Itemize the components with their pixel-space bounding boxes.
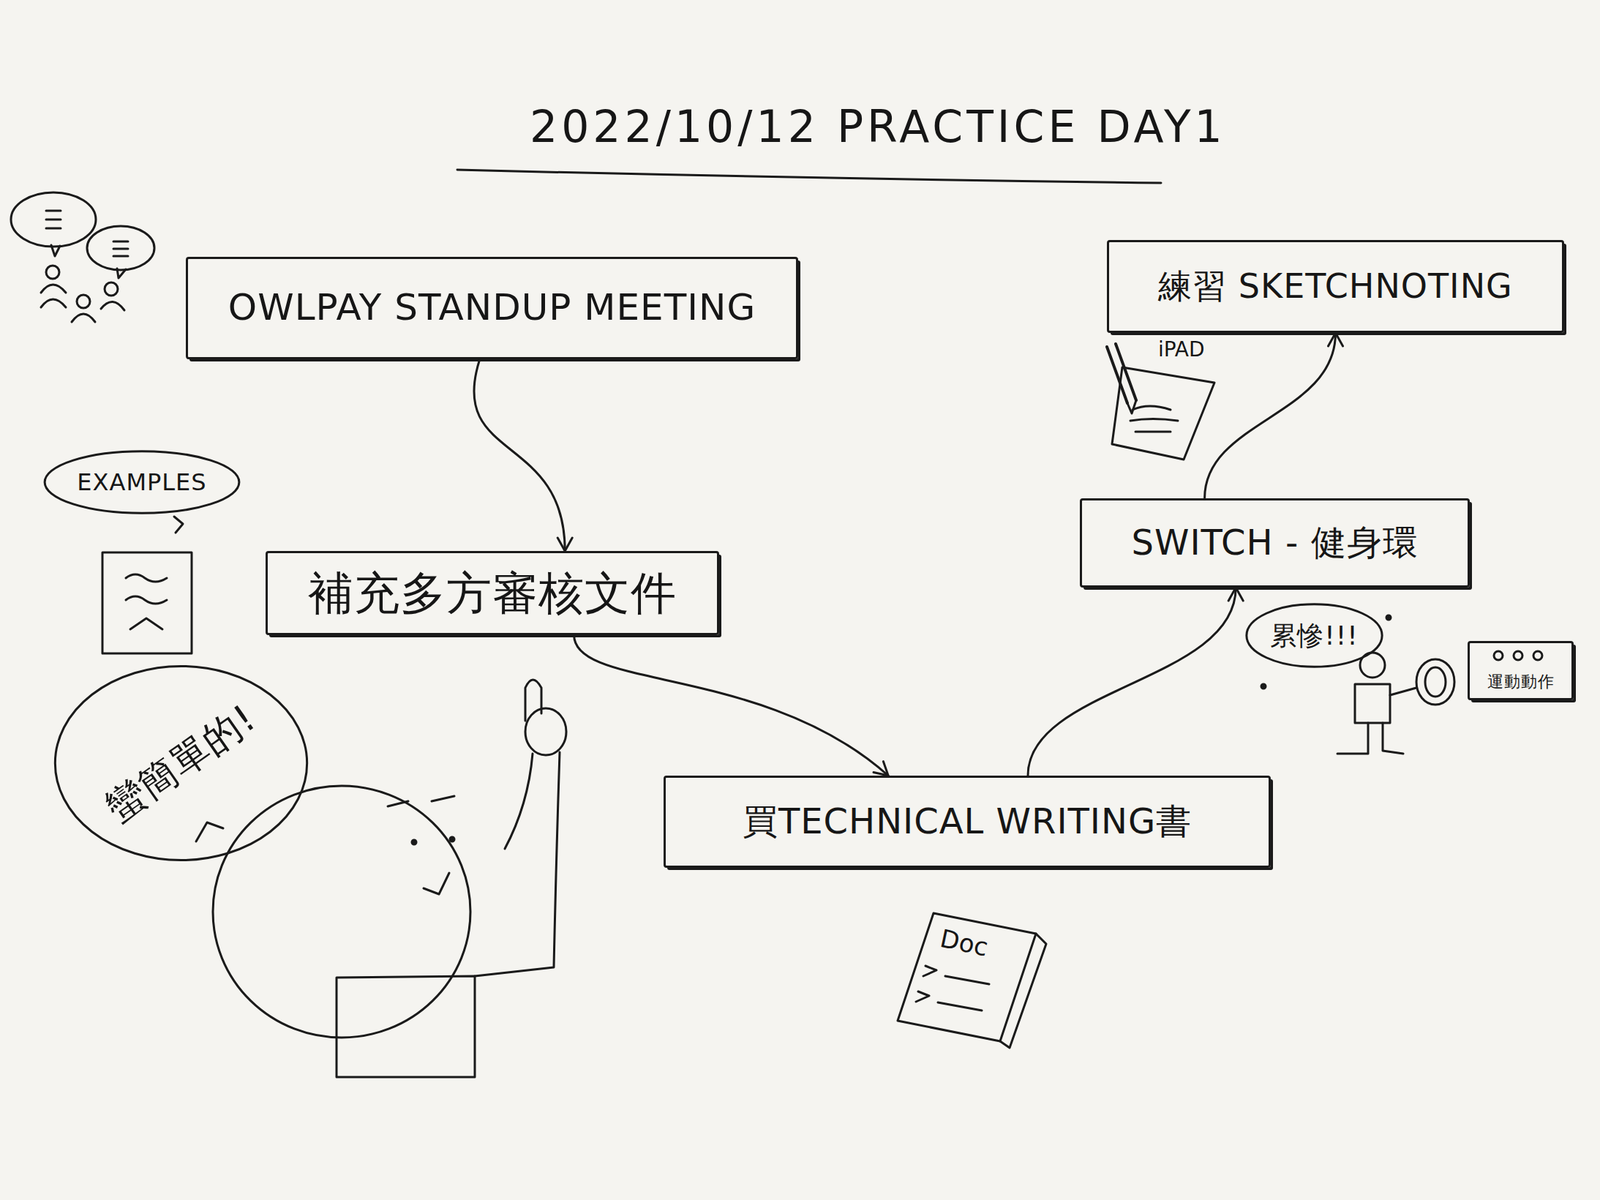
node-text: SWITCH - 健身環 <box>1131 522 1418 563</box>
title-underline <box>457 169 1162 183</box>
process-box: 買TECHNICAL WRITING書 <box>663 775 1271 868</box>
node-text: 運動動作 <box>1487 672 1555 691</box>
meeting-people <box>10 192 155 322</box>
flow-arrow <box>1027 587 1236 776</box>
bubble-tails <box>196 615 1391 842</box>
diagram-title: 2022/10/12 PRACTICE DAY1 <box>529 100 1227 153</box>
process-box: OWLPAY STANDUP MEETING <box>185 256 799 360</box>
speech-bubble: 蠻簡單的! <box>51 659 311 867</box>
node-text: OWLPAY STANDUP MEETING <box>228 286 756 330</box>
doc-book <box>897 913 1047 1048</box>
node-text: 練習 SKETCHNOTING <box>1158 267 1513 306</box>
process-box: SWITCH - 健身環 <box>1079 498 1470 588</box>
thought-bubble: EXAMPLES <box>41 449 243 516</box>
node-text: 累慘!!! <box>1270 620 1358 651</box>
process-box: 練習 SKETCHNOTING <box>1106 239 1565 333</box>
screen-box: 運動動作 <box>1467 640 1574 701</box>
flow-arrow <box>474 359 565 551</box>
thinking-character <box>212 679 567 1077</box>
book-label: Doc <box>937 923 992 963</box>
ring-fit-player <box>1337 652 1455 754</box>
node-text: 蠻簡單的! <box>98 695 265 830</box>
node-text: 補充多方審核文件 <box>308 566 677 619</box>
screen-dots <box>1493 651 1543 660</box>
node-text: 買TECHNICAL WRITING書 <box>742 801 1192 842</box>
examples-document <box>102 516 192 654</box>
speech-bubble: 累慘!!! <box>1244 602 1385 669</box>
device-label: iPAD <box>1158 337 1205 362</box>
flow-arrow <box>574 635 889 776</box>
flow-arrow <box>1204 332 1336 499</box>
node-text: EXAMPLES <box>76 468 207 497</box>
process-box: 補充多方審核文件 <box>265 550 720 636</box>
